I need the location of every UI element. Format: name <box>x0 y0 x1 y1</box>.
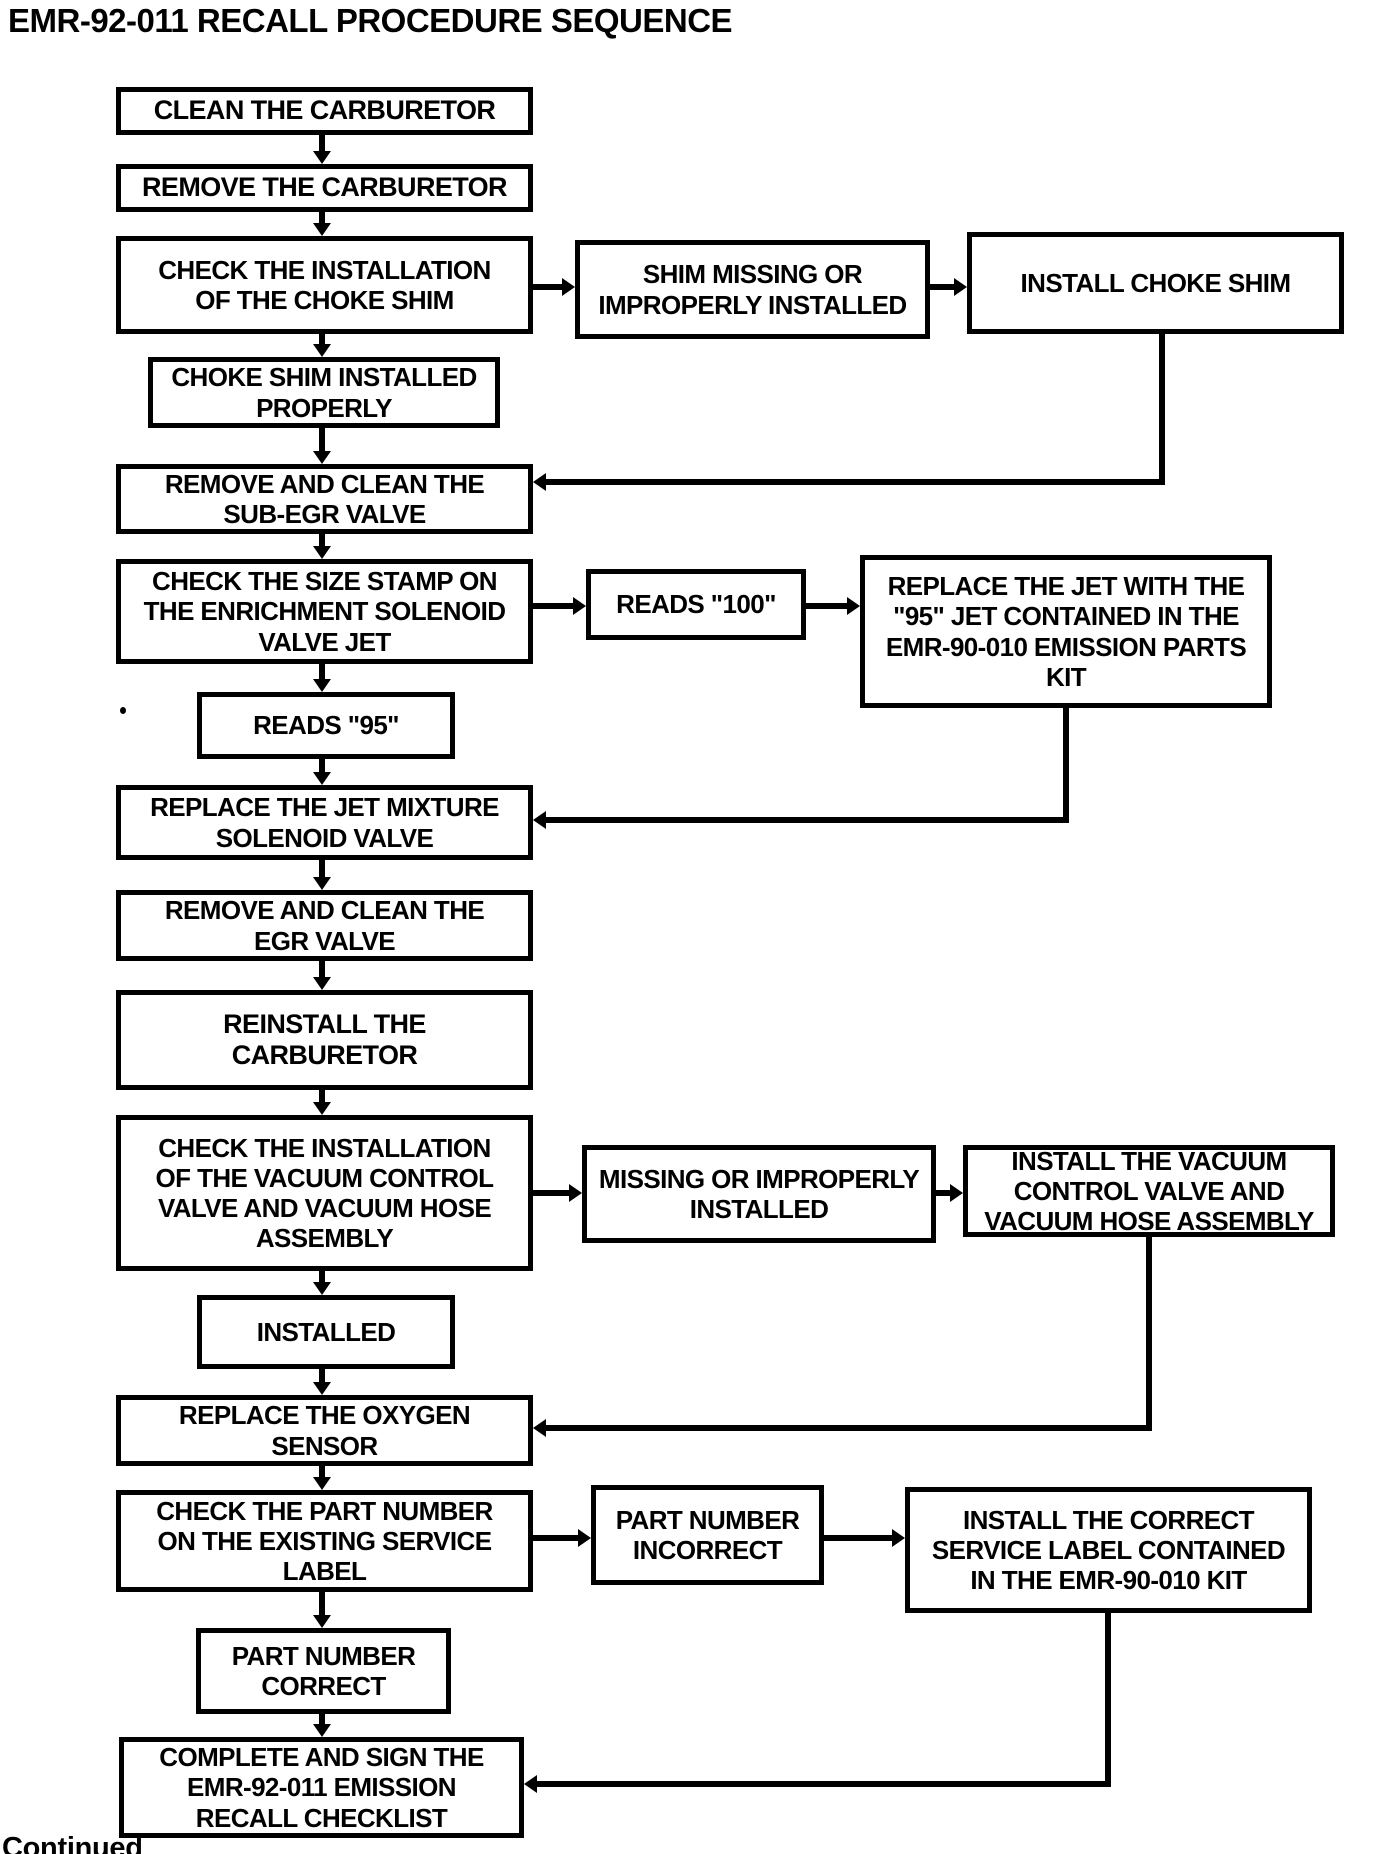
return-connector-shaft <box>1146 1237 1152 1431</box>
arrow-right-icon <box>950 1184 963 1202</box>
flow-node-install-vacuum-control: INSTALL THE VACUUM CONTROL VALVE AND VAC… <box>963 1145 1335 1237</box>
arrow-down-icon <box>313 977 331 990</box>
flow-node-clean-sub-egr-valve: REMOVE AND CLEAN THE SUB-EGR VALVE <box>116 464 533 534</box>
arrow-down-icon <box>313 344 331 357</box>
flow-node-clean-egr-valve: REMOVE AND CLEAN THE EGR VALVE <box>116 890 533 961</box>
arrow-down-shaft <box>319 1369 325 1382</box>
arrow-down-shaft <box>319 664 325 679</box>
arrow-down-shaft <box>319 334 325 344</box>
arrow-down-shaft <box>319 759 325 772</box>
arrow-down-shaft <box>319 1090 325 1102</box>
return-connector-shaft <box>1159 334 1165 482</box>
arrow-down-icon <box>313 1477 331 1490</box>
arrow-down-icon <box>313 151 331 164</box>
flow-node-reinstall-carburetor: REINSTALL THE CARBURETOR <box>116 990 533 1090</box>
arrow-down-shaft <box>319 1714 325 1724</box>
flow-node-choke-shim-installed: CHOKE SHIM INSTALLED PROPERLY <box>148 357 500 428</box>
flow-node-clean-carburetor: CLEAN THE CARBURETOR <box>116 87 533 135</box>
flow-node-check-size-stamp: CHECK THE SIZE STAMP ON THE ENRICHMENT S… <box>116 559 533 664</box>
arrow-down-icon <box>313 546 331 559</box>
flow-node-reads-95: READS "95" <box>197 692 455 759</box>
arrow-right-shaft <box>936 1190 950 1196</box>
arrow-down-shaft <box>319 961 325 977</box>
arrow-right-shaft <box>806 603 847 609</box>
return-connector-shaft <box>546 1425 1152 1431</box>
flow-node-check-vacuum-control: CHECK THE INSTALLATION OF THE VACUUM CON… <box>116 1115 533 1271</box>
arrow-left-icon <box>533 473 546 491</box>
continued-label: Continued <box>2 1832 143 1854</box>
arrow-down-icon <box>313 1282 331 1295</box>
flow-node-replace-jet: REPLACE THE JET WITH THE "95" JET CONTAI… <box>860 555 1272 708</box>
flow-node-replace-jet-mixture-solenoid: REPLACE THE JET MIXTURE SOLENOID VALVE <box>116 785 533 860</box>
flow-node-remove-carburetor: REMOVE THE CARBURETOR <box>116 164 533 212</box>
arrow-down-icon <box>313 451 331 464</box>
flow-node-installed: INSTALLED <box>197 1295 455 1369</box>
arrow-right-icon <box>578 1529 591 1547</box>
arrow-down-icon <box>313 679 331 692</box>
return-connector-shaft <box>546 479 1165 485</box>
arrow-right-icon <box>569 1184 582 1202</box>
flow-node-install-correct-label: INSTALL THE CORRECT SERVICE LABEL CONTAI… <box>905 1487 1312 1613</box>
arrow-right-icon <box>573 597 586 615</box>
arrow-down-icon <box>313 772 331 785</box>
arrow-left-icon <box>533 1419 546 1437</box>
arrow-left-icon <box>533 811 546 829</box>
return-connector-shaft <box>1105 1613 1111 1787</box>
flow-node-check-part-number: CHECK THE PART NUMBER ON THE EXISTING SE… <box>116 1490 533 1592</box>
arrow-down-icon <box>313 1102 331 1115</box>
arrow-right-shaft <box>824 1535 892 1541</box>
arrow-down-icon <box>313 1724 331 1737</box>
arrow-right-shaft <box>930 284 954 290</box>
arrow-right-shaft <box>533 1190 569 1196</box>
flow-node-replace-oxygen-sensor: REPLACE THE OXYGEN SENSOR <box>116 1395 533 1466</box>
arrow-down-icon <box>313 1382 331 1395</box>
arrow-right-icon <box>562 278 575 296</box>
arrow-down-icon <box>313 1615 331 1628</box>
arrow-right-icon <box>954 278 967 296</box>
page-title: EMR-92-011 RECALL PROCEDURE SEQUENCE <box>8 2 733 39</box>
flow-node-part-number-incorrect: PART NUMBER INCORRECT <box>591 1485 824 1585</box>
return-connector-shaft <box>537 1781 1111 1787</box>
arrow-left-icon <box>524 1775 537 1793</box>
arrow-down-shaft <box>319 1271 325 1282</box>
flow-node-part-number-correct: PART NUMBER CORRECT <box>196 1628 451 1714</box>
flow-node-shim-missing: SHIM MISSING OR IMPROPERLY INSTALLED <box>575 240 930 339</box>
flow-node-complete-checklist: COMPLETE AND SIGN THE EMR-92-011 EMISSIO… <box>119 1737 524 1838</box>
arrow-down-shaft <box>319 1466 325 1477</box>
arrow-down-icon <box>313 877 331 890</box>
arrow-right-icon <box>847 597 860 615</box>
arrow-down-shaft <box>319 860 325 877</box>
arrow-right-shaft <box>533 603 573 609</box>
arrow-right-shaft <box>533 1535 578 1541</box>
flow-node-vacuum-missing: MISSING OR IMPROPERLY INSTALLED <box>582 1145 936 1243</box>
return-connector-shaft <box>1063 708 1069 823</box>
flow-node-check-choke-shim: CHECK THE INSTALLATION OF THE CHOKE SHIM <box>116 236 533 334</box>
flow-node-install-choke-shim: INSTALL CHOKE SHIM <box>967 232 1344 334</box>
arrow-down-shaft <box>319 212 325 223</box>
arrow-right-shaft <box>533 284 562 290</box>
stray-ink-mark <box>120 707 126 714</box>
arrow-down-shaft <box>319 428 325 451</box>
return-connector-shaft <box>546 817 1069 823</box>
arrow-down-shaft <box>319 534 325 546</box>
arrow-down-shaft <box>319 1592 325 1615</box>
arrow-down-shaft <box>319 135 325 151</box>
flow-node-reads-100: READS "100" <box>586 569 806 640</box>
arrow-down-icon <box>313 223 331 236</box>
arrow-right-icon <box>892 1529 905 1547</box>
